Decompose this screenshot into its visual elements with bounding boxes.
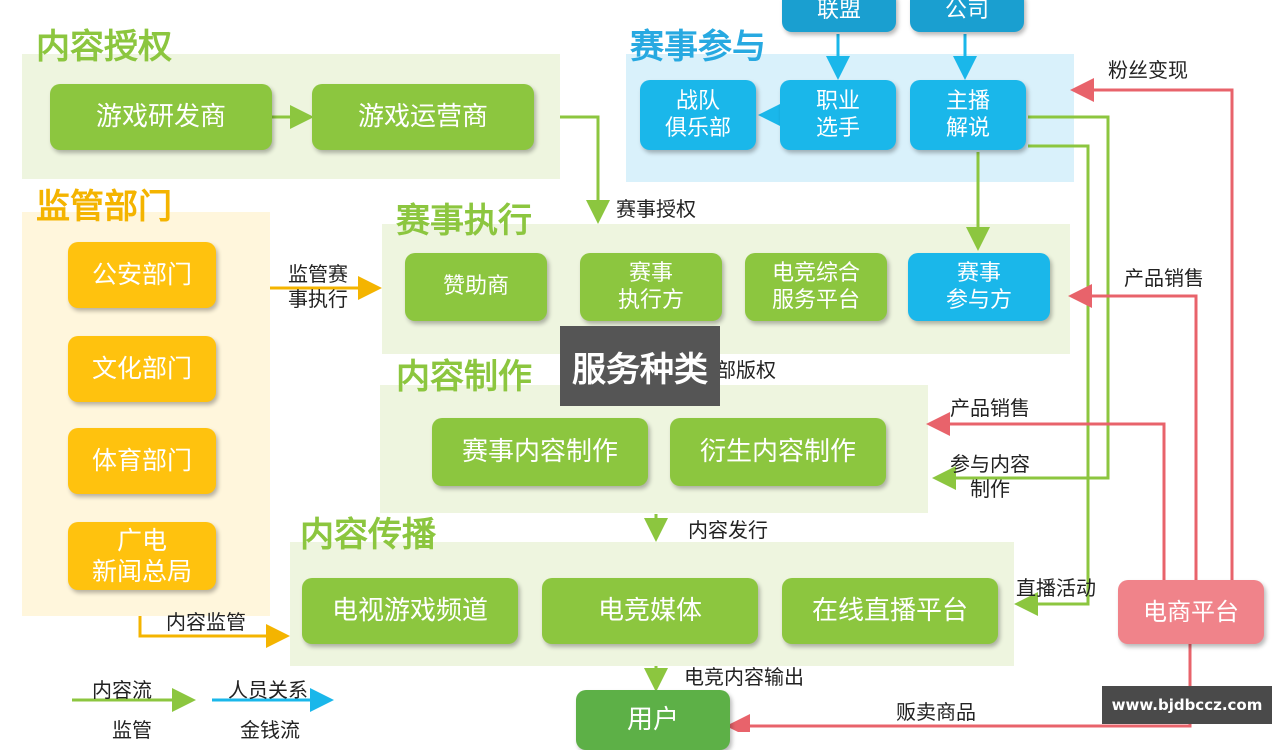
title-content-auth: 内容授权	[36, 27, 172, 67]
box-public-security: 公安部门	[68, 242, 216, 308]
box-culture-dept: 文化部门	[68, 336, 216, 402]
label-product-sales-2: 产品销售	[950, 396, 1030, 420]
box-game-developer: 游戏研发商	[50, 84, 272, 150]
box-sponsor: 赞助商	[405, 253, 547, 321]
box-event-executor: 赛事 执行方	[580, 253, 722, 321]
label-product-sales-1: 产品销售	[1124, 266, 1204, 290]
title-regulators: 监管部门	[36, 187, 172, 227]
legend-content-flow: 内容流	[92, 678, 152, 702]
box-league: 联盟	[782, 0, 896, 32]
box-company: 公司	[910, 0, 1024, 32]
box-user: 用户	[576, 690, 730, 750]
box-event-participants: 赛事 参与方	[908, 253, 1050, 321]
box-tv-game-channel: 电视游戏频道	[302, 578, 518, 644]
label-esports-output: 电竞内容输出	[684, 665, 804, 689]
legend-supervision: 监管	[112, 718, 152, 742]
label-content-release: 内容发行	[688, 518, 768, 542]
box-live-streaming-platform: 在线直播平台	[782, 578, 998, 644]
label-fan-monetize: 粉丝变现	[1108, 58, 1188, 82]
title-participation: 赛事参与	[630, 27, 766, 67]
label-event-auth: 赛事授权	[616, 197, 696, 221]
box-team-club: 战队 俱乐部	[640, 80, 756, 150]
box-derivative-content-production: 衍生内容制作	[670, 418, 886, 486]
box-event-content-production: 赛事内容制作	[432, 418, 648, 486]
label-rights-partial: 部版权	[716, 358, 776, 382]
title-distribution: 内容传播	[300, 515, 436, 555]
flow-arrows	[72, 34, 1234, 732]
title-production: 内容制作	[396, 357, 532, 397]
watermark: www.bjdbccz.com	[1102, 686, 1272, 724]
label-supervise-exec: 监管赛 事执行	[288, 262, 348, 311]
legend-money-flow: 金钱流	[240, 718, 300, 742]
box-broadcast-bureau: 广电 新闻总局	[68, 522, 216, 590]
label-participate-content: 参与内容 制作	[950, 452, 1030, 501]
box-esports-service-platform: 电竞综合 服务平台	[745, 253, 887, 321]
label-content-supervise: 内容监管	[166, 610, 246, 634]
legend-people-relation: 人员关系	[228, 678, 308, 702]
label-live-activity: 直播活动	[1016, 576, 1096, 600]
box-pro-player: 职业 选手	[780, 80, 896, 150]
box-sports-dept: 体育部门	[68, 428, 216, 494]
label-sell-goods: 贩卖商品	[896, 700, 976, 724]
overlay-banner: 服务种类	[560, 326, 720, 406]
box-esports-media: 电竞媒体	[542, 578, 758, 644]
box-streamer: 主播 解说	[910, 80, 1026, 150]
box-ecommerce-platform: 电商平台	[1118, 580, 1264, 644]
title-execution: 赛事执行	[396, 201, 532, 241]
box-game-operator: 游戏运营商	[312, 84, 534, 150]
